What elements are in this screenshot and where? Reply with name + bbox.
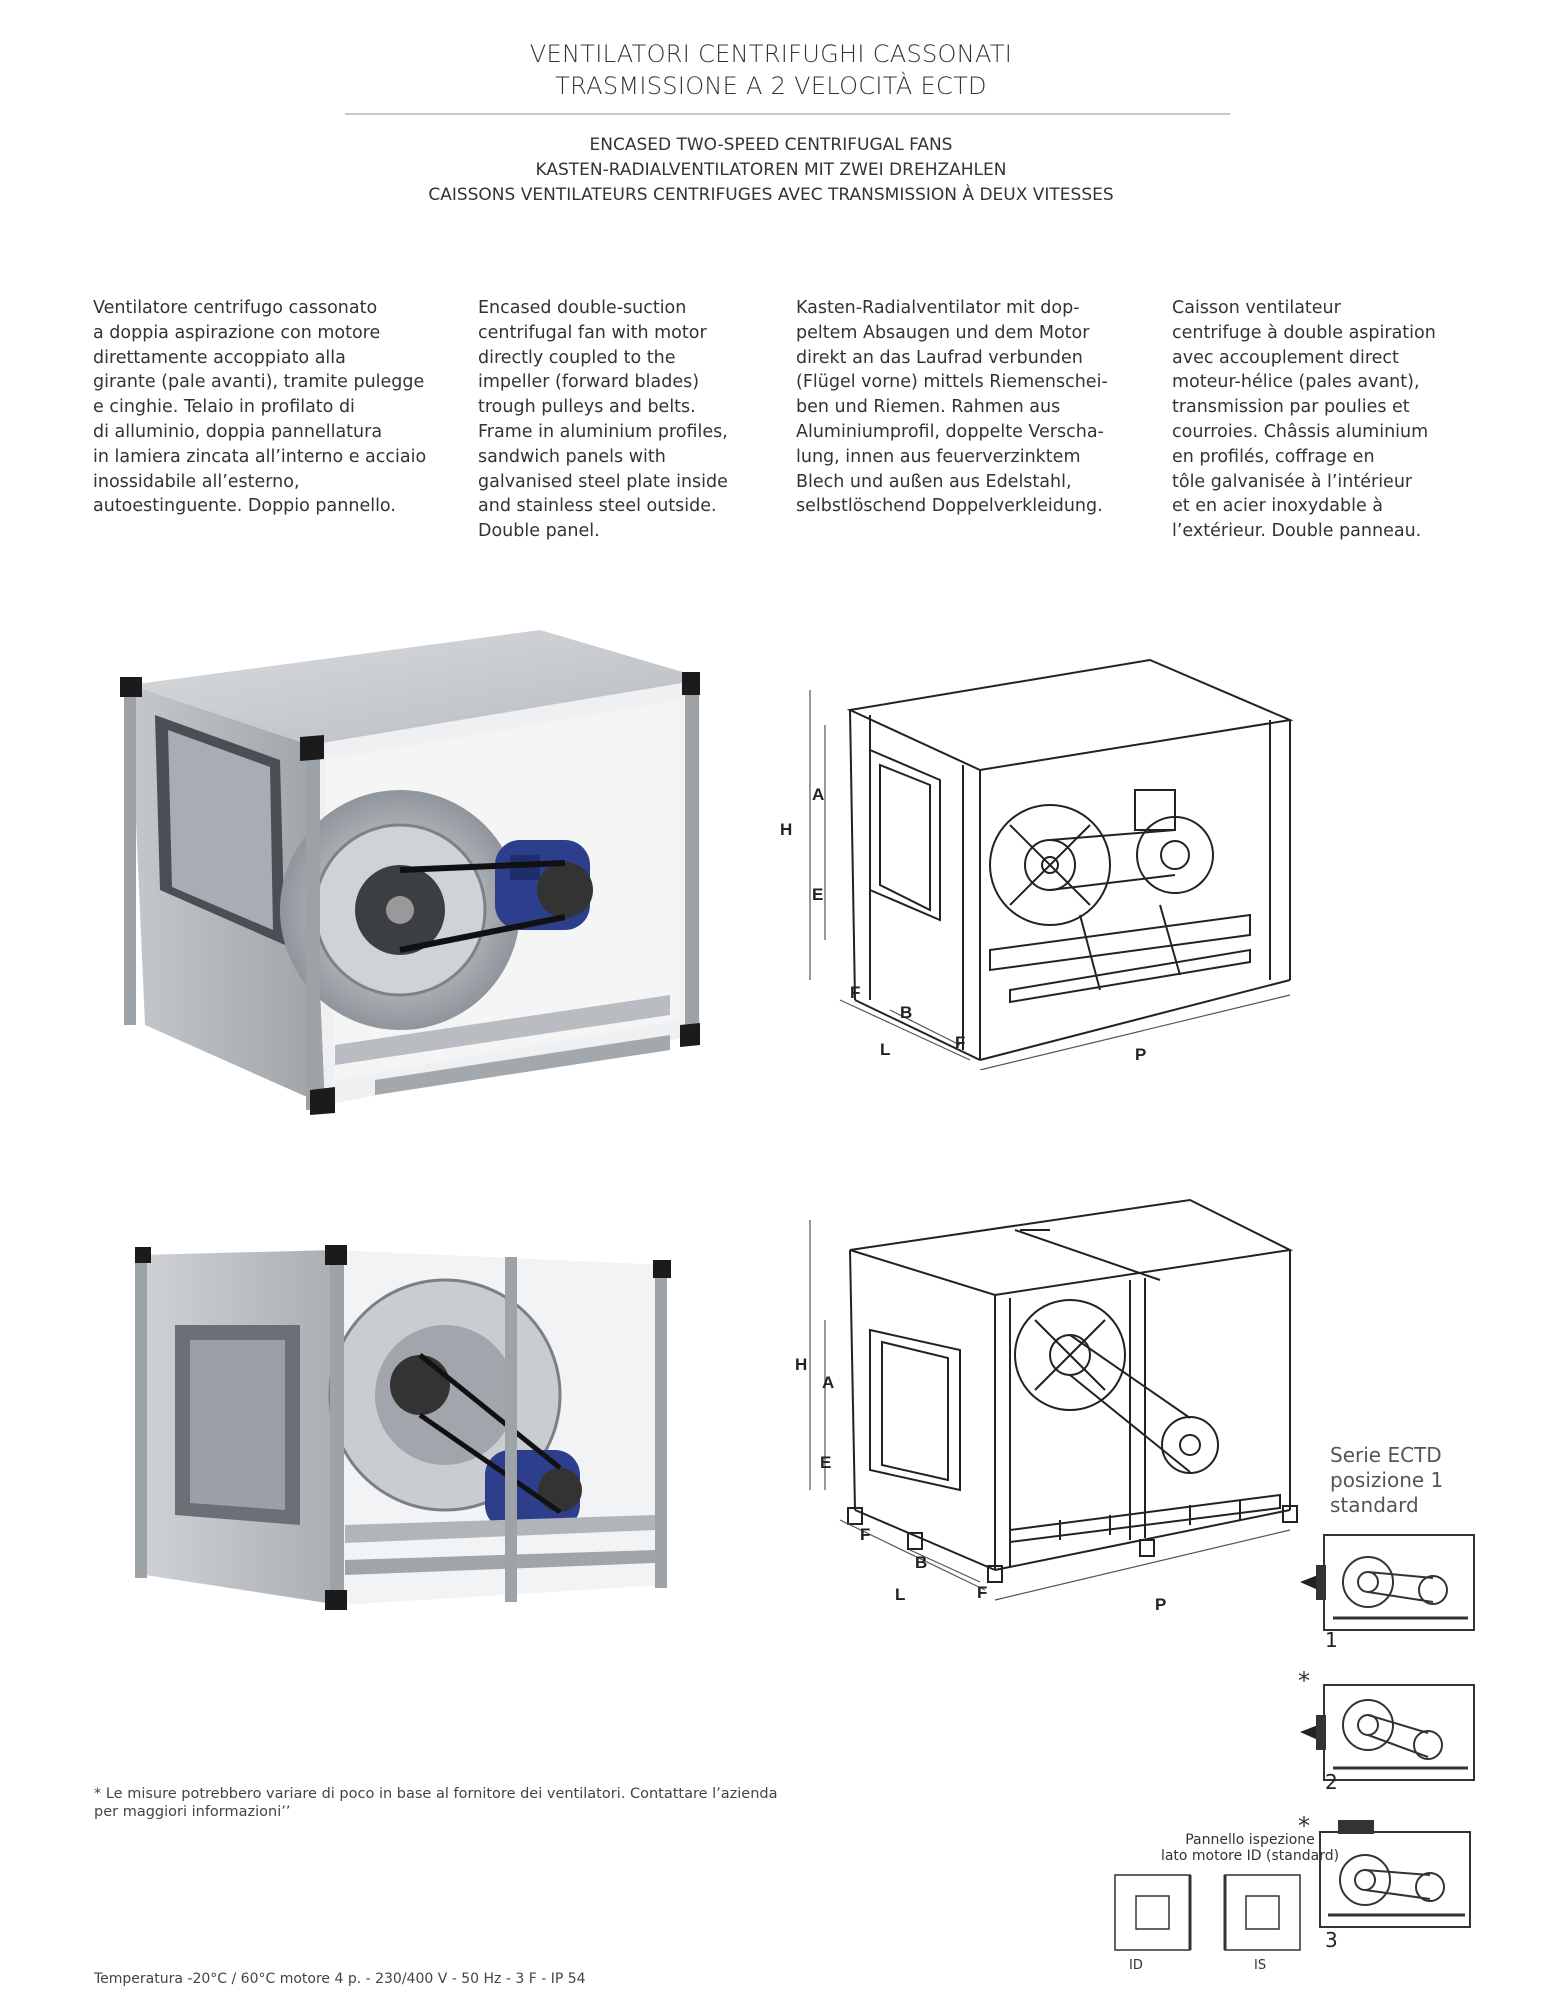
position-1-diagram — [1300, 1534, 1475, 1631]
dim-label-f-right: F — [955, 1033, 965, 1052]
description-de: Kasten-Radialventilator mit dop- peltem … — [796, 298, 1108, 517]
dim2-label-b: B — [915, 1553, 927, 1572]
dim-label-p: P — [1135, 1045, 1146, 1064]
dim-label-h: H — [780, 820, 792, 839]
footnote: * Le misure potrebbero variare di poco i… — [94, 1786, 778, 1820]
fan-drawing-top: H A E F B L F P — [780, 658, 1294, 1070]
subtitle-fr: CAISSONS VENTILATEURS CENTRIFUGES AVEC T… — [428, 185, 1114, 205]
dim2-label-f-left: F — [860, 1525, 870, 1544]
dim-label-f-left: F — [850, 983, 860, 1002]
fan-photo-bottom — [135, 1245, 671, 1610]
panel-label-id: ID — [1129, 1958, 1143, 1973]
dim2-label-l: L — [895, 1585, 905, 1604]
description-it: Ventilatore centrifugo cassonato a doppi… — [93, 298, 427, 517]
dim2-label-a: A — [822, 1373, 834, 1392]
fan-photo-top — [120, 630, 700, 1115]
title-divider — [345, 113, 1230, 115]
dim-label-e: E — [812, 885, 823, 904]
title-line-1: VENTILATORI CENTRIFUGHI CASSONATI — [529, 40, 1013, 68]
position-2-number: 2 — [1325, 1770, 1338, 1794]
position-2-asterisk: * — [1298, 1667, 1310, 1695]
inspection-panel-title: Pannello ispezione lato motore ID (stand… — [1160, 1832, 1340, 1864]
dim2-label-f-right: F — [977, 1583, 987, 1602]
subtitle-de: KASTEN-RADIALVENTILATOREN MIT ZWEI DREHZ… — [535, 160, 1007, 180]
fan-drawing-bottom: H A E F B L F P — [795, 1198, 1298, 1614]
position-3-diagram — [1319, 1820, 1471, 1928]
serie-heading: Serie ECTD posizione 1 standard — [1330, 1443, 1444, 1517]
specifications-line: Temperatura -20°C / 60°C motore 4 p. - 2… — [94, 1971, 586, 1987]
dim2-label-p: P — [1155, 1595, 1166, 1614]
position-1-number: 1 — [1325, 1628, 1338, 1652]
description-en: Encased double-suction centrifugal fan w… — [478, 298, 728, 542]
position-2-diagram — [1300, 1684, 1475, 1781]
description-fr: Caisson ventilateur centrifuge à double … — [1172, 298, 1436, 542]
dim-label-l: L — [880, 1040, 890, 1059]
position-3-number: 3 — [1325, 1928, 1338, 1952]
page-title: VENTILATORI CENTRIFUGHI CASSONATI TRASMI… — [0, 38, 1542, 102]
panel-label-is: IS — [1254, 1958, 1267, 1973]
dim-label-a: A — [812, 785, 824, 804]
dim-label-b: B — [900, 1003, 912, 1022]
title-line-2: TRASMISSIONE A 2 VELOCITÀ ECTD — [555, 72, 987, 100]
dim2-label-e: E — [820, 1453, 831, 1472]
subtitle-block: ENCASED TWO-SPEED CENTRIFUGAL FANS KASTE… — [0, 133, 1542, 208]
dim2-label-h: H — [795, 1355, 807, 1374]
position-3-asterisk: * — [1298, 1812, 1310, 1840]
inspection-panel-diagram — [1114, 1874, 1301, 1951]
subtitle-en: ENCASED TWO-SPEED CENTRIFUGAL FANS — [589, 135, 953, 155]
